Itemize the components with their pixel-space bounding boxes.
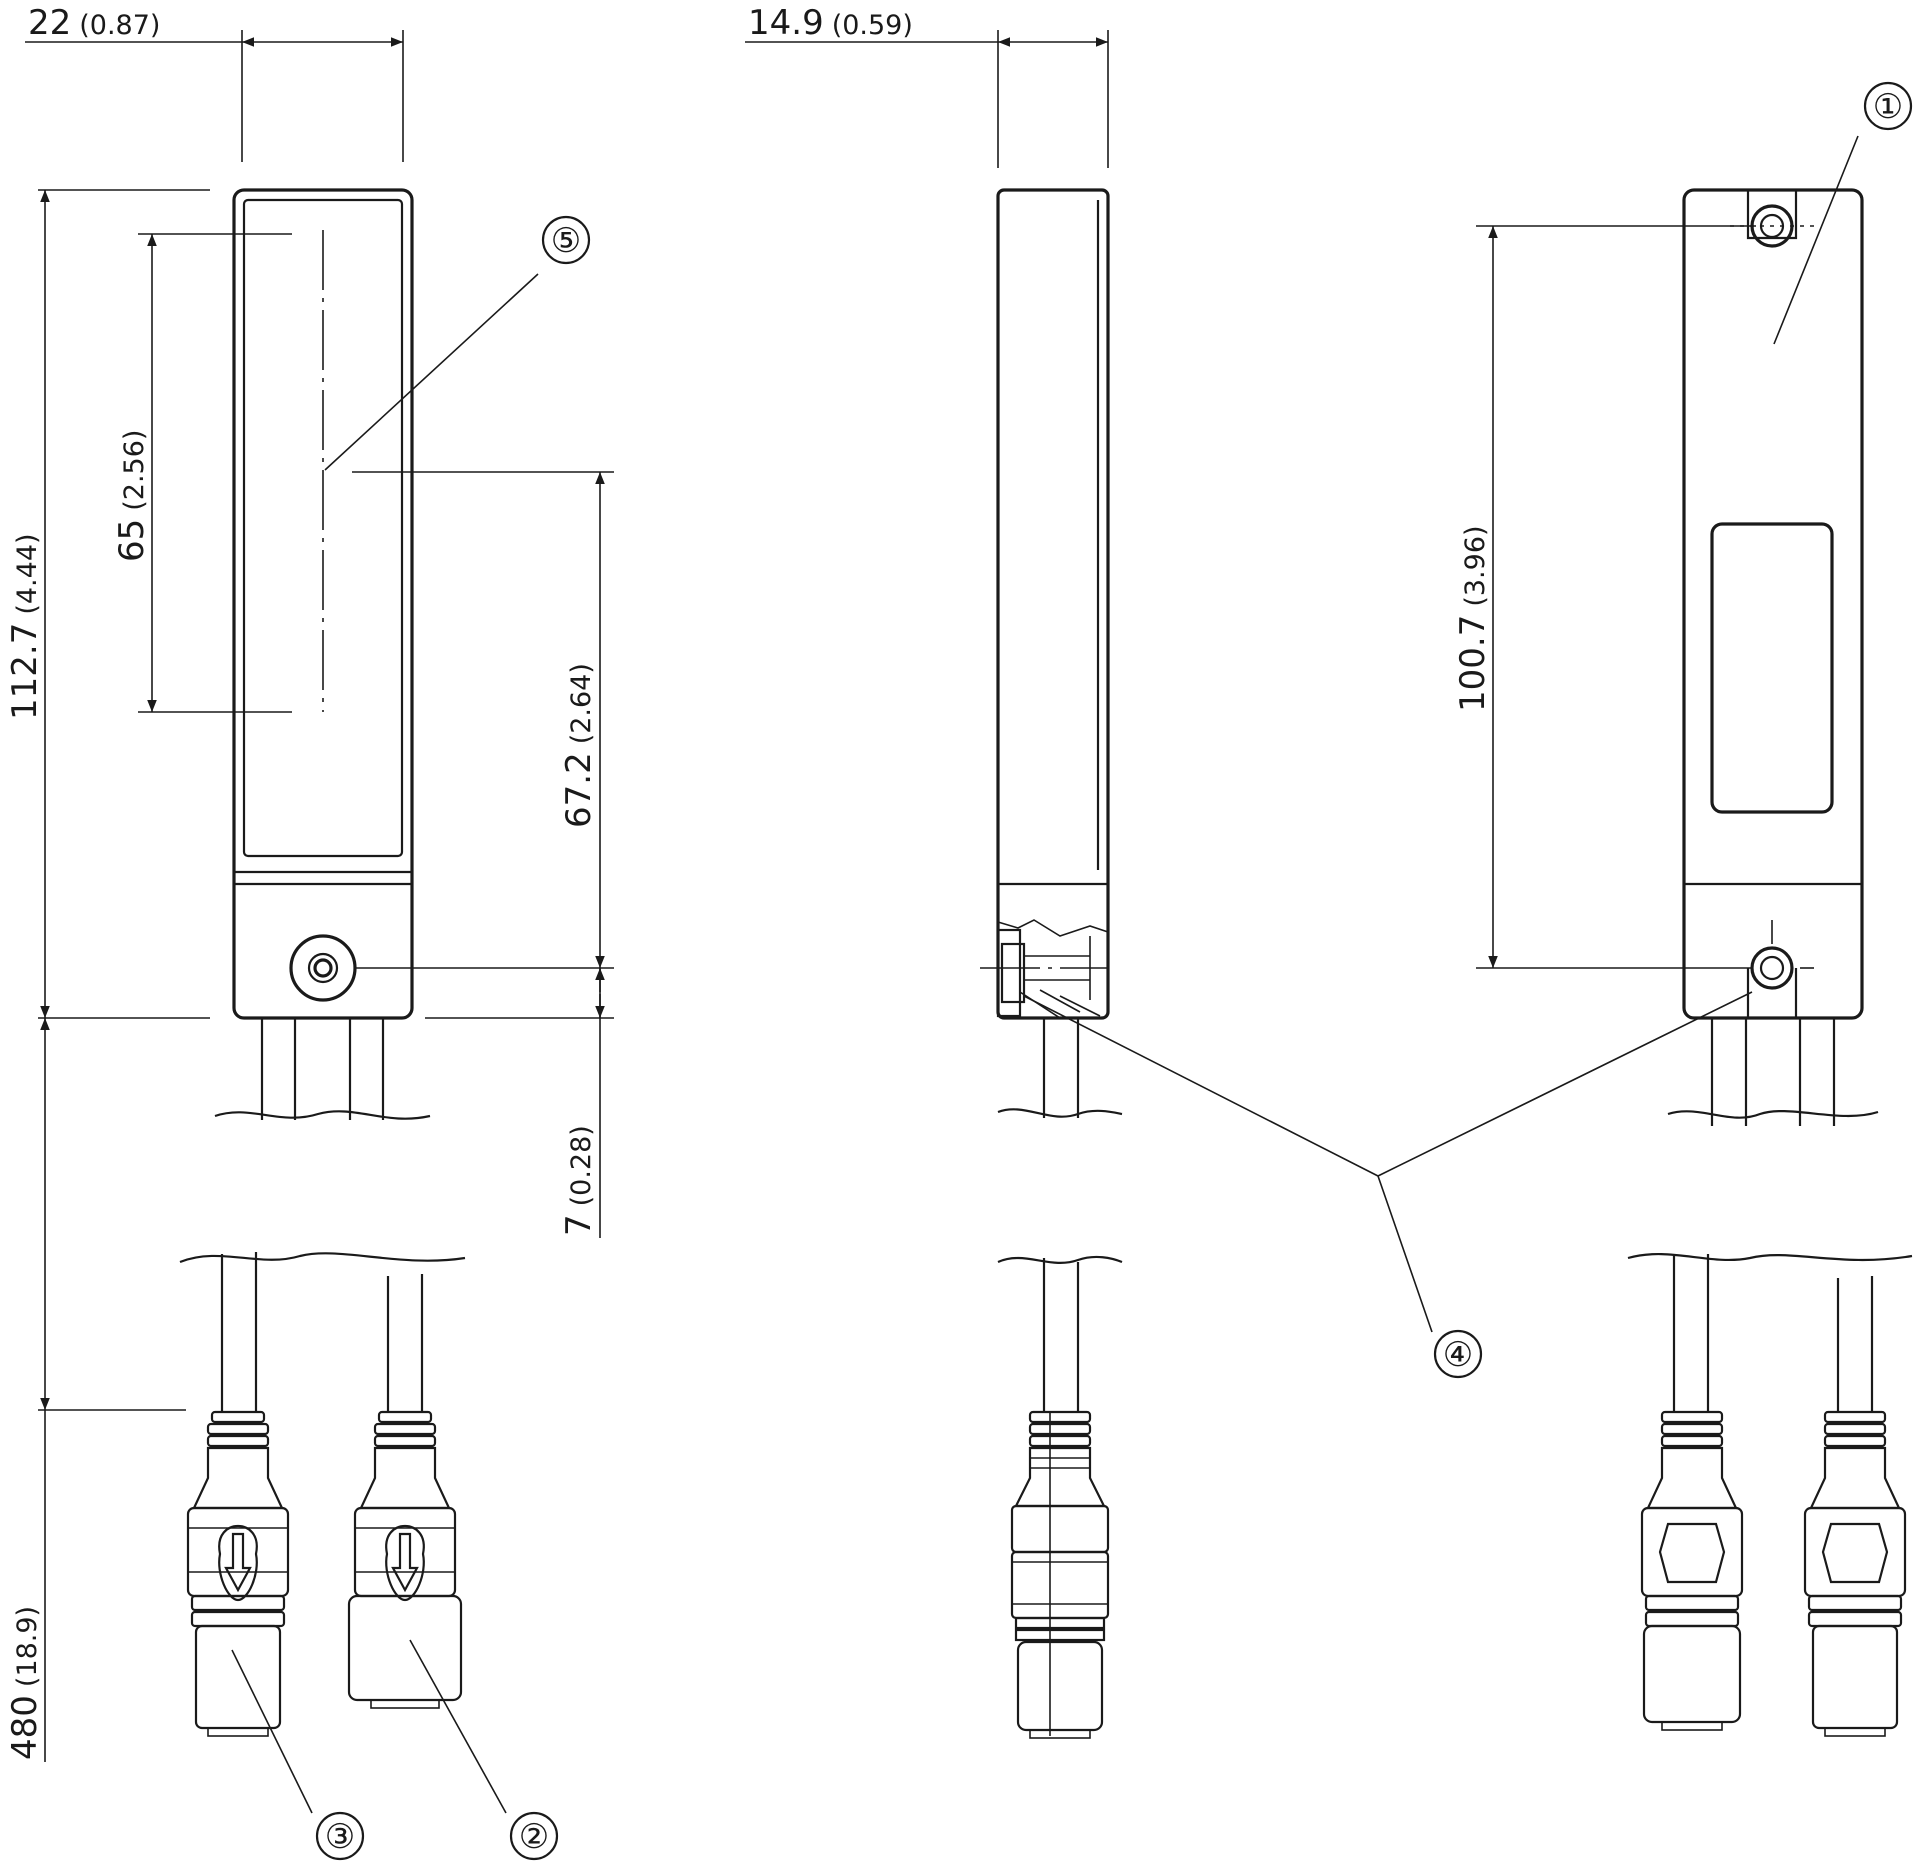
dim-front-width: 22 (0.87)	[25, 3, 404, 162]
dim-hole-to-bottom: 7 (0.28)	[425, 968, 614, 1238]
front-cables-upper	[214, 1018, 431, 1120]
dim-cable-length: 480 (18.9)	[5, 1018, 186, 1762]
side-connector	[1010, 1410, 1110, 1739]
svg-text:480(18.9): 480 (18.9)	[5, 1606, 45, 1760]
dim-center-to-hole-inch: (2.64)	[566, 663, 597, 744]
callout-3-label: ③	[325, 1817, 355, 1857]
dim-total-height-value: 112.7	[5, 623, 45, 720]
connector-3	[186, 1410, 290, 1737]
callout-2: ②	[409, 1639, 559, 1861]
dim-hole-spacing-value: 100.7	[1453, 615, 1493, 712]
front-cables-lower	[179, 1252, 466, 1412]
dim-front-width-inch: (0.87)	[79, 10, 160, 41]
dim-side-width-value: 14.9	[748, 3, 824, 43]
callout-1-label: ①	[1873, 87, 1903, 127]
dim-total-height-inch: (4.44)	[12, 533, 43, 614]
back-top-hole	[1730, 190, 1814, 248]
dim-sensing-range-value: 65	[112, 519, 152, 562]
dim-hole-to-bottom-inch: (0.28)	[566, 1125, 597, 1206]
back-bottom-hole	[1746, 920, 1814, 1020]
dim-cable-length-inch: (18.9)	[12, 1606, 43, 1687]
callout-4: ④	[1023, 991, 1753, 1379]
dim-hole-spacing: 100.7 (3.96)	[1453, 225, 1756, 969]
svg-text:22(0.87): 22 (0.87)	[28, 3, 160, 43]
svg-text:112.7(4.44): 112.7 (4.44)	[5, 533, 45, 720]
front-view: 22 (0.87) 112.7 (4.44) 65 (2.56) 67.2 (2.64)	[5, 3, 614, 1861]
dim-side-width-inch: (0.59)	[832, 10, 913, 41]
callout-5-label: ⑤	[551, 221, 581, 261]
svg-text:14.9(0.59): 14.9 (0.59)	[748, 3, 913, 43]
side-view: 14.9 (0.59)	[745, 3, 1123, 1739]
callout-4-label: ④	[1443, 1335, 1473, 1375]
front-mounting-hole	[289, 934, 357, 1002]
back-cables	[1627, 1018, 1913, 1412]
dim-hole-spacing-inch: (3.96)	[1460, 525, 1491, 606]
dim-center-to-hole-value: 67.2	[559, 752, 599, 828]
back-view: 100.7 (3.96) ①	[1453, 81, 1913, 1737]
dim-hole-to-bottom-value: 7	[559, 1214, 599, 1236]
dim-total-height: 112.7 (4.44)	[5, 189, 210, 1019]
callout-5: ⑤	[324, 215, 591, 471]
svg-text:67.2(2.64): 67.2 (2.64)	[559, 663, 599, 828]
back-display-window	[1710, 522, 1834, 814]
dim-cable-length-value: 480	[5, 1695, 45, 1760]
dim-front-width-value: 22	[28, 3, 71, 43]
callout-3: ③	[231, 1649, 365, 1861]
dim-side-width: 14.9 (0.59)	[745, 3, 1109, 168]
back-connector-left	[1640, 1410, 1744, 1731]
callout-2-label: ②	[519, 1817, 549, 1857]
connector-2	[347, 1410, 463, 1709]
dim-center-to-hole: 67.2 (2.64)	[352, 471, 614, 969]
svg-text:65(2.56): 65 (2.56)	[112, 430, 152, 562]
back-connector-right	[1803, 1410, 1907, 1737]
svg-text:7(0.28): 7 (0.28)	[559, 1125, 599, 1236]
callout-1: ①	[1773, 81, 1913, 345]
side-mounting-detail	[980, 919, 1109, 1019]
svg-text:100.7(3.96): 100.7 (3.96)	[1453, 525, 1493, 712]
dim-sensing-range: 65 (2.56)	[112, 233, 292, 713]
dim-sensing-range-inch: (2.56)	[119, 430, 150, 511]
